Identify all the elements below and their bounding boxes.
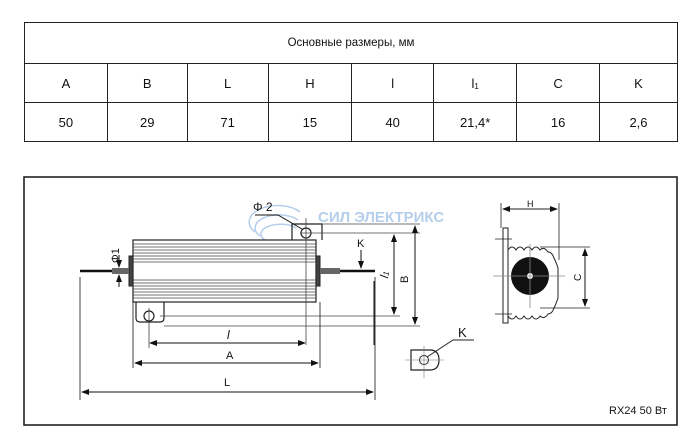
K-top-label: K bbox=[357, 238, 365, 250]
B-dimension: B bbox=[164, 223, 420, 327]
value-B: 29 bbox=[106, 102, 188, 142]
header-l1-subscript: 1 bbox=[474, 81, 479, 91]
header-H: H bbox=[267, 63, 353, 103]
value-L: 71 bbox=[186, 102, 269, 142]
resistor-side-view bbox=[128, 223, 323, 323]
K-lead-annotation: K bbox=[357, 238, 365, 269]
H-label: H bbox=[527, 199, 534, 209]
table-title: Основные размеры, мм bbox=[24, 22, 678, 64]
phi2-annotation: Φ 2 bbox=[253, 200, 303, 230]
table-header-row: A B L H l l1 C K bbox=[24, 63, 679, 103]
table-values-row: 50 29 71 15 40 21,4* 16 2,6 bbox=[24, 102, 679, 142]
resistor-end-view bbox=[493, 203, 590, 324]
l1-label: l1 bbox=[377, 270, 392, 279]
center-lines bbox=[148, 218, 420, 348]
l-label: l bbox=[227, 328, 230, 342]
watermark-logo-icon bbox=[248, 204, 301, 241]
l1-dimension: l1 bbox=[373, 234, 397, 345]
C-label: C bbox=[573, 274, 584, 281]
header-l: l bbox=[351, 63, 435, 103]
watermark: СИЛ ЭЛЕКТРИКС bbox=[248, 204, 444, 241]
phi2-label: Φ 2 bbox=[253, 200, 273, 214]
K-detail-label: K bbox=[458, 325, 467, 340]
l1-label-sub: 1 bbox=[382, 270, 392, 276]
value-H: 15 bbox=[267, 102, 353, 142]
model-caption: RX24 50 Вт bbox=[609, 405, 667, 417]
header-A: A bbox=[24, 63, 108, 103]
B-label: B bbox=[399, 276, 411, 283]
value-A: 50 bbox=[24, 102, 108, 142]
l1-label-base: l bbox=[377, 274, 391, 279]
drawing-frame bbox=[23, 176, 678, 426]
watermark-text: СИЛ ЭЛЕКТРИКС bbox=[318, 209, 444, 226]
header-l1-base: l bbox=[471, 75, 475, 91]
L-label: L bbox=[224, 377, 230, 389]
resistor-leads bbox=[80, 268, 375, 274]
phi1-annotation: Φ1 bbox=[110, 248, 122, 287]
A-label: A bbox=[226, 350, 234, 362]
K-detail-view bbox=[405, 339, 474, 378]
phi1-label: Φ1 bbox=[110, 248, 122, 263]
length-dimensions bbox=[79, 277, 376, 400]
value-K: 2,6 bbox=[598, 102, 679, 142]
value-l1: 21,4* bbox=[433, 102, 518, 142]
header-B: B bbox=[106, 63, 188, 103]
header-K: K bbox=[598, 63, 679, 103]
dimensions-table: Основные размеры, мм A B L H l l1 C K 50… bbox=[24, 22, 679, 142]
header-C: C bbox=[516, 63, 600, 103]
value-C: 16 bbox=[516, 102, 600, 142]
